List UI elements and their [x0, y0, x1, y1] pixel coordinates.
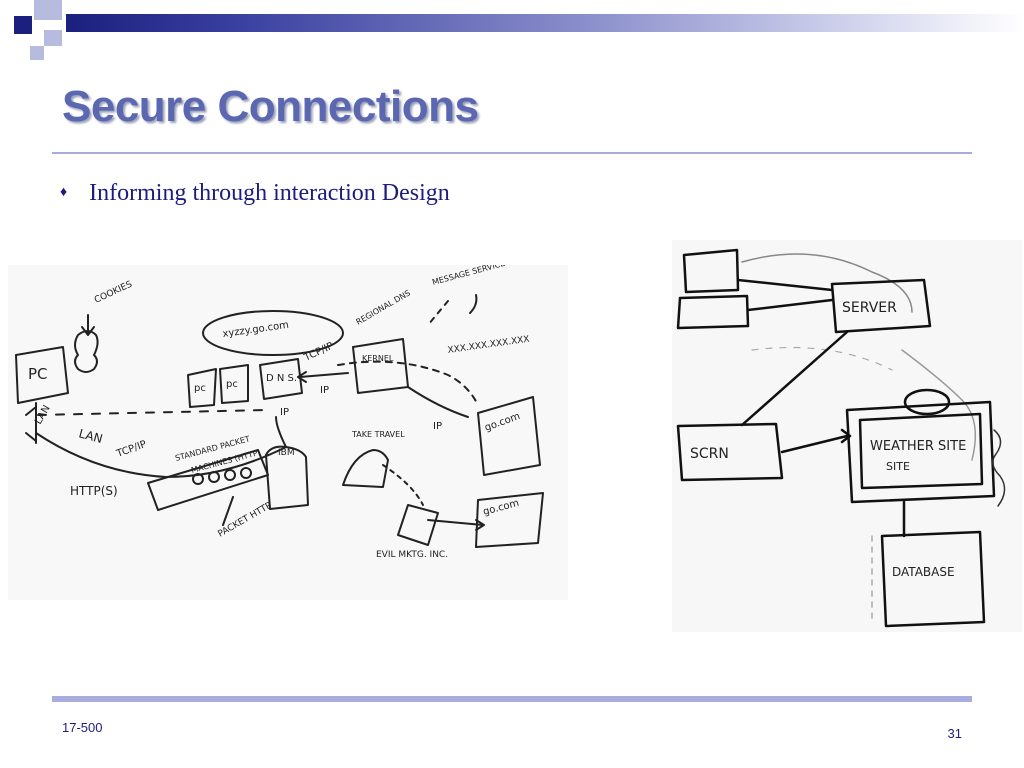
bullet-item: ♦ Informing through interaction Design	[60, 180, 450, 207]
pc-label: PC	[28, 365, 48, 383]
ip-right-label: IP	[433, 421, 442, 432]
ibm-label: IBM	[278, 448, 295, 458]
go-com-top-box	[477, 396, 541, 476]
page-number: 31	[947, 726, 962, 741]
course-number: 17-500	[62, 720, 103, 735]
go-com-bottom-box	[475, 492, 544, 548]
top-gradient-bar	[66, 14, 1024, 32]
ibm-box	[265, 445, 309, 510]
database-box	[880, 530, 986, 628]
pc-box-a-label: pc	[194, 383, 206, 394]
ip-low-label: IP	[280, 407, 289, 418]
weather-outer-box	[845, 400, 996, 504]
corner-square-2	[34, 0, 62, 20]
diamond-bullet-icon: ♦	[60, 185, 68, 200]
middle-window-box	[676, 294, 750, 330]
pc-box-a	[187, 368, 217, 408]
pc-box-b	[219, 364, 249, 404]
svg-text:SITE: SITE	[886, 460, 910, 473]
lan-label: LAN	[77, 426, 104, 446]
pc-box	[15, 346, 69, 404]
footer-divider	[52, 696, 972, 702]
travel-box	[342, 449, 389, 488]
lan-bus	[37, 409, 269, 416]
server-box	[830, 278, 932, 334]
http-label: HTTP(S)	[70, 484, 118, 498]
travel-label: TAKE TRAVEL	[351, 430, 405, 439]
corner-square-4	[30, 46, 44, 60]
company-label: EVIL MKTG. INC.	[376, 550, 448, 560]
cloud-bubble	[202, 310, 344, 356]
cookie-jar-shape	[74, 330, 99, 373]
bullet-text: Informing through interaction Design	[89, 180, 450, 206]
screen-label: SCRN	[690, 446, 729, 462]
database-label: DATABASE	[892, 565, 955, 579]
network-sketch: PC COOKIES LAN LAN TCP/IP HTTP(S) STANDA…	[8, 265, 568, 600]
weather-site-label: WEATHER SITE	[870, 439, 966, 454]
architecture-sketch: SERVER SCRN WEATHER SITE SITE DATABASE	[672, 240, 1022, 632]
title-divider	[52, 152, 972, 154]
corner-square-3	[44, 30, 62, 46]
server-label: SERVER	[842, 300, 897, 316]
dns-box	[259, 358, 303, 400]
screen-box	[676, 422, 784, 482]
top-window-box	[682, 248, 740, 294]
weather-tab-oval	[903, 388, 951, 416]
corner-square-1	[14, 16, 32, 34]
pc-box-b-label: pc	[226, 379, 238, 390]
slide-title: Secure Connections	[62, 82, 479, 131]
dns-label: D N S.	[266, 373, 297, 384]
ip-mid-label: IP	[320, 385, 329, 396]
kernel-label: KERNEL	[362, 354, 394, 363]
